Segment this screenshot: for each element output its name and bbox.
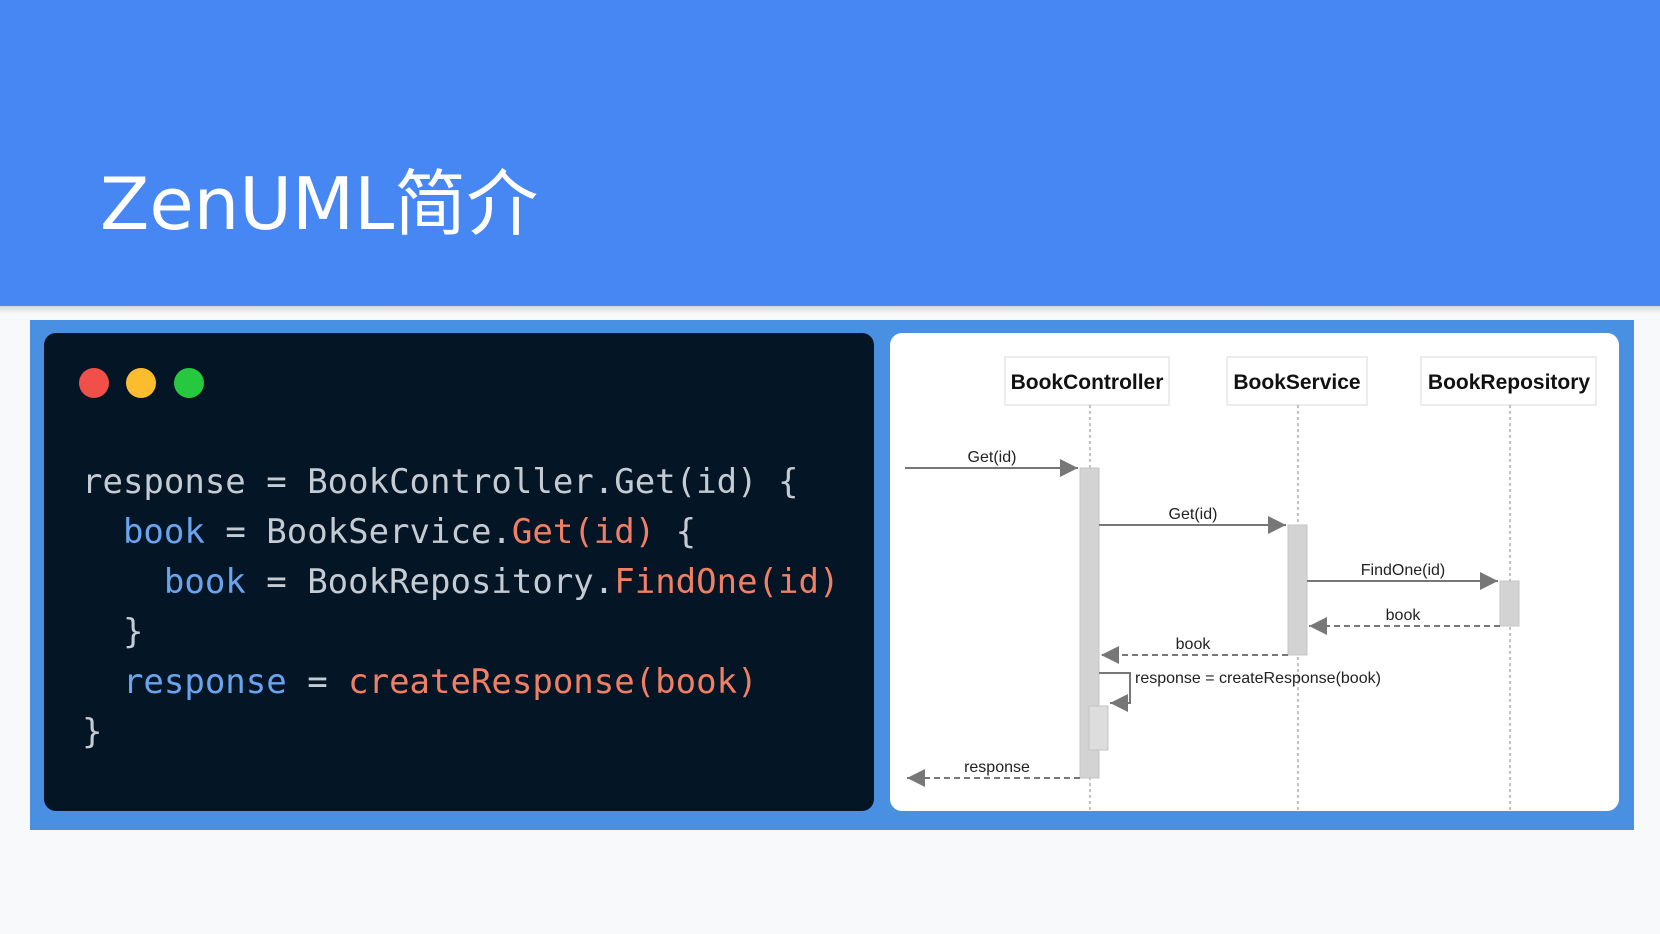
minimize-dot-icon[interactable] — [126, 368, 156, 398]
code-line-4: } — [82, 607, 143, 657]
message-label: response — [964, 759, 1030, 776]
activation-bar — [1088, 705, 1109, 751]
code-line-2: book = BookService.Get(id) { — [122, 512, 697, 552]
activation-bar — [1079, 467, 1100, 779]
code-token: response — [122, 662, 287, 702]
slide-title: ZenUML简介 — [100, 162, 539, 246]
code-line-1: response = BookController.Get(id) { — [82, 462, 799, 502]
code-token: } — [82, 712, 103, 752]
sequence-diagram: BookController BookService BookRepositor… — [905, 356, 1597, 811]
code-line-5: response = createResponse(book) — [122, 662, 758, 702]
code-token: createResponse(book) — [348, 662, 758, 702]
participant-label: BookService — [1233, 371, 1360, 394]
code-token: book — [122, 512, 205, 552]
code-line-3: book = BookRepository.FindOne(id) — [163, 562, 840, 602]
code-window — [44, 333, 874, 811]
participant-box[interactable] — [1226, 356, 1368, 406]
participant-label: BookRepository — [1428, 371, 1591, 394]
participant-box[interactable] — [1420, 356, 1597, 406]
code-line-6: } — [82, 707, 102, 757]
maximize-dot-icon[interactable] — [174, 368, 204, 398]
code-token: } — [122, 612, 144, 652]
activation-bar — [1287, 524, 1308, 656]
message-label: response = createResponse(book) — [1135, 670, 1381, 687]
code-token: FindOne(id) — [614, 562, 840, 602]
code-token: BookRepository. — [307, 562, 615, 602]
code-token: Get(id) — [511, 512, 656, 552]
activation-bar — [1499, 580, 1520, 627]
message-label: FindOne(id) — [1361, 562, 1445, 579]
slide-header — [0, 0, 1660, 306]
code-token: BookService. — [266, 512, 512, 552]
close-dot-icon[interactable] — [79, 368, 109, 398]
message-label: Get(id) — [968, 449, 1017, 466]
code-token: BookController.Get(id) { — [307, 462, 799, 502]
sequence-diagram-panel: BookController BookService BookRepositor… — [890, 333, 1619, 811]
message-label: Get(id) — [1169, 506, 1218, 523]
self-call-arrow — [1099, 672, 1131, 712]
message-label: book — [1386, 607, 1422, 624]
participant-box[interactable] — [1004, 356, 1170, 406]
code-token: book — [163, 562, 246, 602]
header-shadow — [0, 306, 1660, 314]
participant-label: BookController — [1011, 371, 1164, 394]
code-token: response — [82, 462, 246, 502]
message-label: book — [1176, 636, 1212, 653]
